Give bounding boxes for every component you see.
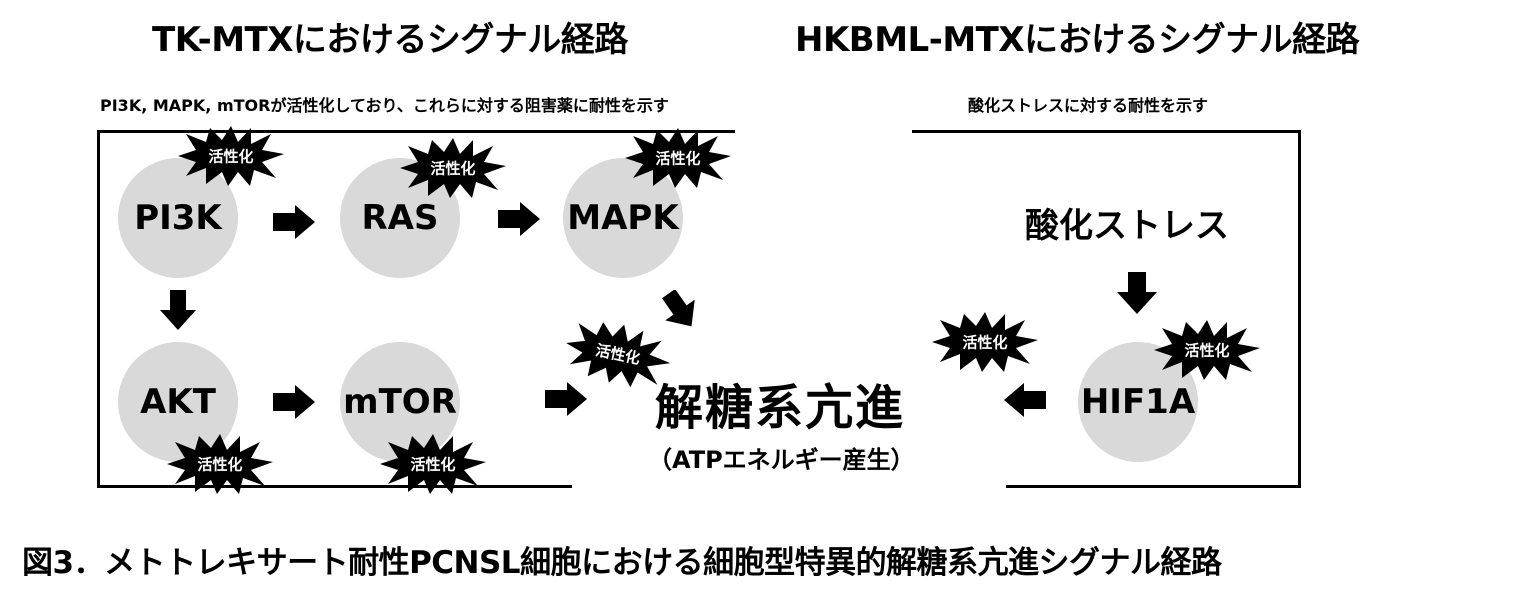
- arrow-down-icon: [160, 290, 196, 330]
- arrow-right-icon: [545, 382, 587, 416]
- oxidative-stress-label: 酸化ストレス: [1025, 206, 1229, 246]
- activation-label: 活性化: [410, 455, 456, 474]
- activation-label: 活性化: [655, 149, 701, 168]
- activation-burst-hif1a: 活性化: [1152, 318, 1262, 382]
- node-pi3k: PI3K: [118, 158, 238, 278]
- activation-label: 活性化: [962, 333, 1008, 352]
- glycolysis-upregulation-label: 解糖系亢進: [655, 380, 906, 436]
- right-box-right-border: [1298, 130, 1301, 488]
- activation-burst-ras: 活性化: [398, 136, 508, 200]
- left-panel-subtitle: PI3K, MAPK, mTORが活性化しており、これらに対する阻害薬に耐性を示…: [100, 96, 669, 115]
- right-panel-title: HKBML-MTXにおけるシグナル経路: [795, 20, 1360, 60]
- arrow-right-icon: [273, 385, 315, 419]
- burst-icon: [625, 128, 731, 188]
- arrow-down-icon: [1117, 272, 1157, 314]
- node-akt-label: AKT: [140, 382, 216, 422]
- activation-burst-pi3k: 活性化: [176, 124, 286, 188]
- figure-caption: 図3．メトトレキサート耐性PCNSL細胞における細胞型特異的解糖系亢進シグナル経…: [22, 545, 1222, 581]
- arrow-right-icon: [498, 202, 540, 236]
- arrow-diagonal-icon: [662, 290, 695, 327]
- left-box-bottom-border: [97, 485, 572, 488]
- activation-label: 活性化: [197, 455, 243, 474]
- activation-burst-mapk: 活性化: [623, 126, 733, 190]
- burst-icon: [380, 434, 486, 494]
- arrow-right-icon: [273, 205, 315, 239]
- atp-production-label: （ATPエネルギー産生）: [648, 446, 915, 474]
- right-box-top-border: [912, 130, 1301, 133]
- activation-burst-akt: 活性化: [165, 432, 275, 496]
- activation-label: 活性化: [1184, 341, 1230, 360]
- activation-burst-glycolysis-left: 活性化: [558, 311, 679, 396]
- right-panel-subtitle: 酸化ストレスに対する耐性を示す: [968, 96, 1209, 115]
- node-mtor: mTOR: [340, 342, 460, 462]
- activation-label: 活性化: [430, 159, 476, 178]
- burst-icon: [400, 138, 506, 198]
- node-ras-label: RAS: [361, 198, 439, 238]
- burst-icon: [167, 434, 273, 494]
- activation-burst-glycolysis-right: 活性化: [930, 310, 1040, 374]
- node-pi3k-label: PI3K: [134, 198, 222, 238]
- node-mtor-label: mTOR: [343, 382, 457, 422]
- burst-icon: [566, 322, 671, 388]
- burst-icon: [932, 312, 1038, 372]
- node-hif1a-label: HIF1A: [1080, 382, 1196, 422]
- left-box-top-border: [97, 130, 735, 133]
- node-mapk-label: MAPK: [567, 198, 679, 238]
- right-box-bottom-border: [1006, 485, 1301, 488]
- burst-icon: [1154, 320, 1260, 380]
- left-panel-title: TK-MTXにおけるシグナル経路: [152, 20, 628, 60]
- left-box-left-border: [97, 130, 100, 488]
- burst-icon: [178, 126, 284, 186]
- activation-label: 活性化: [208, 147, 254, 166]
- activation-burst-mtor: 活性化: [378, 432, 488, 496]
- arrow-left-icon: [1004, 383, 1046, 417]
